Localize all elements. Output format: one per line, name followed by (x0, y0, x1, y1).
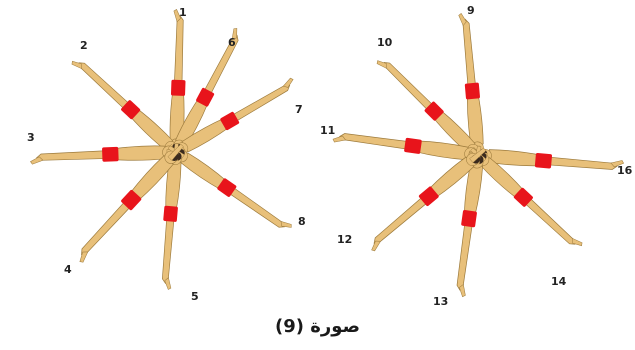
step-label: 11 (320, 124, 335, 137)
step-label: 12 (337, 233, 352, 246)
step-label: 2 (80, 39, 88, 52)
step-label: 10 (377, 36, 393, 49)
step-label: 5 (191, 290, 199, 303)
figure-caption: صورة (9) (0, 316, 635, 337)
step-label: 6 (228, 36, 236, 49)
left-diver-rosette (30, 9, 299, 289)
step-label: 9 (467, 4, 475, 17)
step-label: 16 (617, 164, 633, 177)
step-label: 7 (295, 103, 303, 116)
step-label: 13 (433, 295, 448, 308)
step-label: 8 (298, 215, 306, 228)
step-label: 4 (64, 263, 72, 276)
step-label: 3 (27, 131, 35, 144)
right-diver-rosette (333, 12, 624, 297)
step-label: 14 (551, 275, 567, 288)
step-label: 1 (179, 6, 187, 19)
